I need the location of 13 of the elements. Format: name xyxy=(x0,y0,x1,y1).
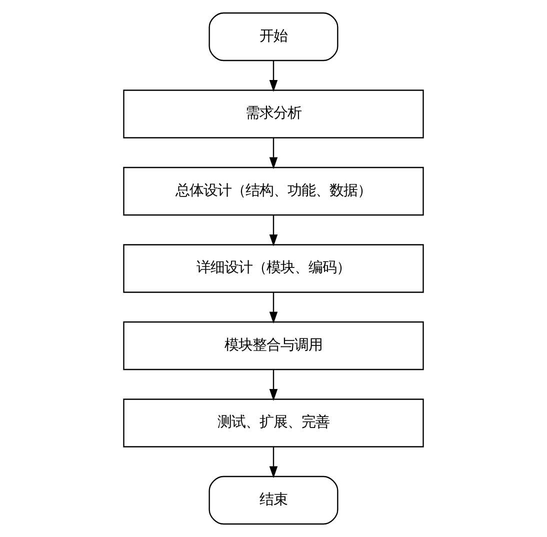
arrow xyxy=(269,138,278,170)
node-box: 测试、扩展、完善 xyxy=(123,398,424,448)
arrow xyxy=(269,370,278,401)
arrow xyxy=(269,60,278,92)
node-box: 模块整合与调用 xyxy=(123,321,424,370)
node-box: 总体设计（结构、功能、数据） xyxy=(123,166,424,216)
node-box: 结束 xyxy=(208,476,338,525)
arrow xyxy=(269,215,278,246)
node-box: 开始 xyxy=(208,12,338,62)
node-box: 需求分析 xyxy=(123,90,424,138)
arrow xyxy=(269,447,278,478)
arrow xyxy=(269,292,278,324)
node-box: 详细设计（模块、编码） xyxy=(123,244,424,293)
